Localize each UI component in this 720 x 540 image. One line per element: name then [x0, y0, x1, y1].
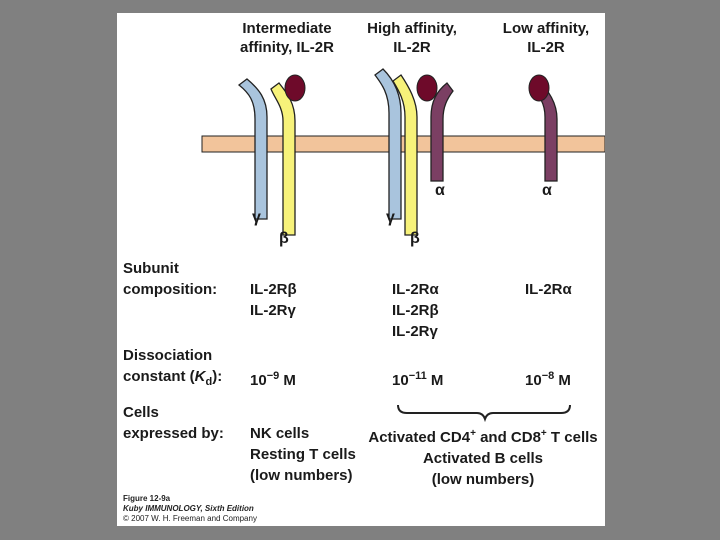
label-intermediate-gamma: γ: [252, 209, 261, 226]
intermediate-gamma-chain: [237, 78, 268, 220]
subunit-high-line2: IL-2Rβ: [392, 302, 439, 319]
intermediate-beta-chain: [270, 82, 296, 236]
caption-copyright: © 2007 W. H. Freeman and Company: [123, 514, 257, 523]
high-alpha-chain: [430, 82, 454, 182]
subunit-high: IL-2Rα IL-2Rβ IL-2Rγ: [392, 279, 439, 342]
label-high-beta: β: [410, 230, 420, 247]
cell-membrane: [201, 135, 605, 153]
figure-panel: Intermediate affinity, IL-2R High affini…: [117, 13, 605, 526]
row-label-dissociation-line2: constant (Kd):: [123, 366, 222, 393]
high-beta-chain: [392, 74, 418, 236]
row-label-dissociation: Dissociation constant (Kd):: [123, 345, 222, 393]
kd-low-base: 10: [525, 372, 542, 389]
cells-activated: Activated CD4+ and CD8+ T cells Activate…: [361, 423, 605, 490]
subunit-intermediate-line1: IL-2Rβ: [250, 281, 297, 298]
subunit-intermediate-line2: IL-2Rγ: [250, 302, 296, 319]
cells-intermediate-line2: Resting T cells: [250, 446, 356, 463]
dissociation-label-prefix: constant (: [123, 368, 195, 385]
dissociation-label-sub: d: [205, 376, 213, 388]
subunit-intermediate: IL-2Rβ IL-2Rγ: [250, 279, 297, 321]
kd-low-unit: M: [554, 372, 571, 389]
row-label-dissociation-line1: Dissociation: [123, 347, 213, 364]
cells-activated-sup2: +: [540, 428, 547, 439]
cells-intermediate-line3: (low numbers): [250, 467, 353, 484]
header-intermediate-line1: Intermediate: [242, 20, 332, 37]
subunit-low-line1: IL-2Rα: [525, 281, 572, 298]
header-low-line2: IL-2R: [527, 39, 565, 56]
subunit-high-line1: IL-2Rα: [392, 281, 439, 298]
dissociation-label-k: K: [194, 368, 206, 385]
low-il2-ligand: [528, 74, 550, 102]
cells-intermediate-line1: NK cells: [250, 425, 310, 442]
kd-high: 10−11 M: [392, 366, 443, 391]
label-high-gamma: γ: [386, 209, 395, 226]
kd-high-unit: M: [426, 372, 444, 389]
header-intermediate-line2: affinity, IL-2R: [240, 39, 334, 56]
dissociation-label-suffix: ):: [212, 368, 223, 385]
header-intermediate: Intermediate affinity, IL-2R: [212, 19, 362, 57]
header-low: Low affinity, IL-2R: [487, 19, 605, 57]
subunit-low: IL-2Rα: [525, 279, 572, 300]
label-intermediate-beta: β: [279, 230, 289, 247]
kd-intermediate-base: 10: [250, 372, 267, 389]
row-label-cells: Cells expressed by:: [123, 402, 224, 444]
header-high: High affinity, IL-2R: [352, 19, 472, 57]
cells-activated-sup1: +: [470, 428, 476, 439]
kd-intermediate-unit: M: [279, 372, 296, 389]
cells-activated-cd8: and CD8: [475, 429, 541, 446]
header-high-line1: High affinity,: [367, 20, 457, 37]
kd-high-exp: −11: [408, 370, 427, 382]
intermediate-il2-ligand: [284, 74, 306, 102]
header-low-line1: Low affinity,: [502, 20, 590, 37]
brace-activated-cells: [397, 404, 571, 423]
cells-activated-tcells: T cells: [546, 429, 598, 446]
kd-low: 10−8 M: [525, 366, 571, 391]
row-label-subunit: Subunit composition:: [123, 258, 217, 300]
row-label-subunit-line2: composition:: [123, 281, 218, 298]
row-label-subunit-line1: Subunit: [123, 260, 179, 277]
cells-intermediate: NK cells Resting T cells (low numbers): [250, 423, 356, 486]
caption-figure: Figure 12-9a: [123, 494, 171, 503]
kd-intermediate-exp: −9: [266, 370, 280, 382]
receptor-illustration: [201, 68, 605, 236]
cells-activated-b: Activated B cells: [422, 450, 544, 467]
kd-intermediate: 10−9 M: [250, 366, 296, 391]
row-label-cells-line1: Cells: [123, 404, 159, 421]
header-high-line2: IL-2R: [393, 39, 431, 56]
high-gamma-chain: [374, 68, 402, 220]
caption-book: Kuby IMMUNOLOGY, Sixth Edition: [123, 504, 254, 513]
row-label-cells-line2: expressed by:: [123, 425, 224, 442]
label-low-alpha: α: [542, 182, 552, 199]
figure-caption: Figure 12-9a Kuby IMMUNOLOGY, Sixth Edit…: [123, 494, 257, 524]
cells-activated-low: (low numbers): [431, 471, 535, 488]
kd-high-base: 10: [392, 372, 409, 389]
kd-low-exp: −8: [541, 370, 555, 382]
subunit-high-line3: IL-2Rγ: [392, 323, 438, 340]
cells-activated-cd4: Activated CD4: [368, 429, 471, 446]
cells-activated-line1: Activated CD4+ and CD8+ T cells: [361, 423, 605, 448]
label-high-alpha: α: [435, 182, 445, 199]
high-il2-ligand: [416, 74, 438, 102]
